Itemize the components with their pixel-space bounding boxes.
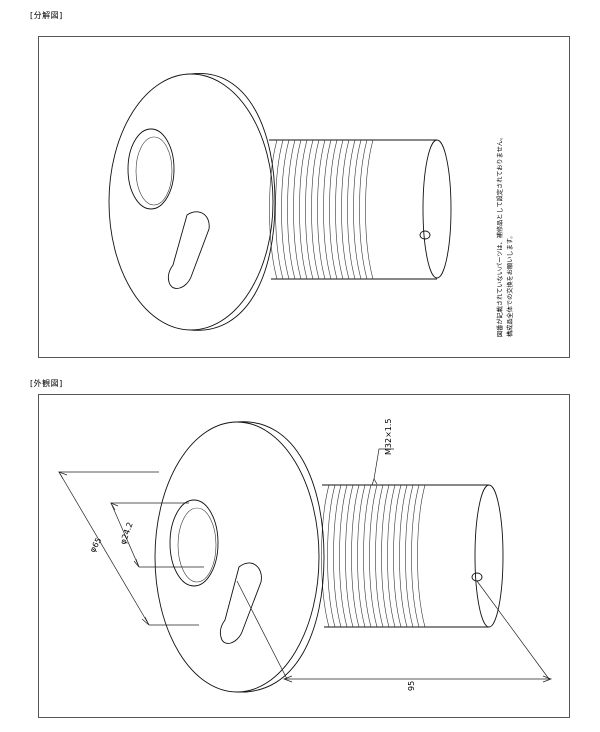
center-bore xyxy=(127,128,175,210)
center-bore xyxy=(169,499,219,587)
exterior-view-drawing: φ65 φ24.2 M32×1.5 95 xyxy=(58,418,552,693)
slot xyxy=(219,562,262,644)
slot xyxy=(167,211,210,289)
dimension-bore-diameter: φ24.2 xyxy=(110,502,204,568)
exterior-view-panel: φ65 φ24.2 M32×1.5 95 xyxy=(38,394,570,718)
exploded-view-panel: 図番が記載されていないパーツは、補修品として設定されておりません。 構成品全体で… xyxy=(38,36,570,358)
outer-diameter-label: φ65 xyxy=(88,536,104,554)
note-line-2: 構成品全体での交換をお願いします。 xyxy=(506,232,514,337)
thread-section xyxy=(321,484,434,628)
length-label: 95 xyxy=(407,681,416,691)
dimension-length: 95 xyxy=(236,580,552,691)
bore-diameter-label: φ24.2 xyxy=(118,521,134,546)
parts-note: 図番が記載されていないパーツは、補修品として設定されておりません。 構成品全体で… xyxy=(496,134,514,337)
shank-body xyxy=(377,139,452,280)
thread-section xyxy=(269,139,377,280)
exploded-view-drawing: 図番が記載されていないパーツは、補修品として設定されておりません。 構成品全体で… xyxy=(108,73,514,337)
exploded-view-label: [分解図] xyxy=(30,11,63,20)
thread-spec-label: M32×1.5 xyxy=(384,418,393,455)
shank-body xyxy=(434,484,504,628)
flange xyxy=(154,421,325,693)
note-line-1: 図番が記載されていないパーツは、補修品として設定されておりません。 xyxy=(496,134,504,337)
flange xyxy=(108,73,276,331)
exterior-view-label: [外観図] xyxy=(30,379,63,388)
thread-callout: M32×1.5 xyxy=(371,418,394,486)
